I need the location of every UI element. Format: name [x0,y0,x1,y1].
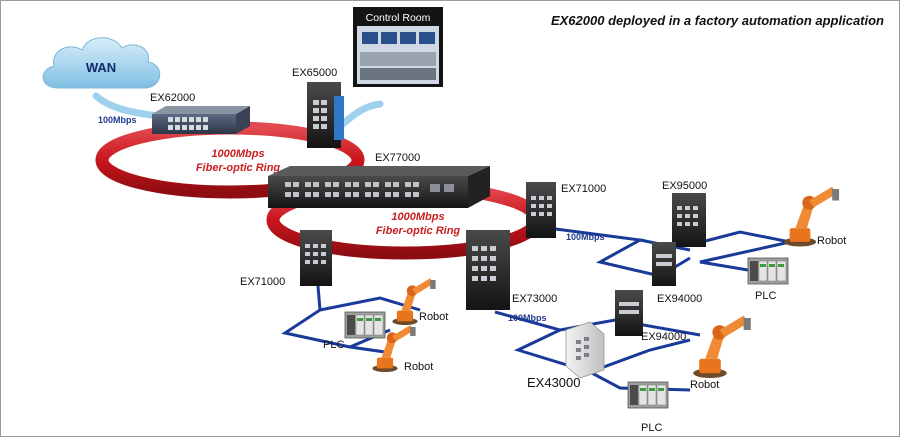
diagram-title: EX62000 deployed in a factory automation… [551,13,884,28]
ex71000-right-label: EX71000 [561,183,606,195]
lower-ring-speed: 1000Mbps [391,211,444,223]
ex65000-switch [307,82,344,148]
upper-ring-medium: Fiber-optic Ring [196,162,281,174]
wan-speed-label: 100Mbps [98,115,137,125]
upper-ring-speed: 1000Mbps [211,148,264,160]
ex94000-top-switch [652,242,676,286]
control-room-label: Control Room [366,12,431,24]
plc-right-label: PLC [755,290,776,302]
ex77000-label: EX77000 [375,152,420,164]
ex73000-label: EX73000 [512,293,557,305]
plc-bottom-icon [627,381,669,409]
plc-right-icon [747,257,789,285]
ex43000-label: EX43000 [527,375,581,390]
wan-link [92,92,162,120]
ex71000-left-switch [300,230,332,286]
plc-left-icon [344,311,386,339]
ex62000-switch [152,106,250,134]
ex77000-switch [268,166,490,208]
robot-bottom-icon [693,315,751,378]
ex94000-top-label: EX94000 [657,293,702,305]
ex65000-label: EX65000 [292,67,337,79]
ex71000-right-switch [526,182,556,238]
ex94000-bottom-switch [615,290,643,336]
lower-ring-medium: Fiber-optic Ring [376,225,461,237]
ex95000-label: EX95000 [662,180,707,192]
ex71000-left-label: EX71000 [240,276,285,288]
robot-right-label: Robot [817,235,846,247]
robot-bottom-label: Robot [690,379,719,391]
ex94000-bottom-label: EX94000 [641,331,686,343]
wan-cloud-icon: WAN [42,37,161,89]
ex71000-speed-label: 100Mbps [566,232,605,242]
ex73000-speed-label: 100Mbps [508,313,547,323]
robot-left-bottom-label: Robot [404,361,433,373]
robot-left-top-label: Robot [419,311,448,323]
ex73000-switch [466,230,510,310]
ex43000-switch [565,321,605,379]
ex95000-switch [672,193,706,247]
plc-left-label: PLC [323,339,344,351]
ex62000-label: EX62000 [150,92,195,104]
control-room-link [334,100,384,132]
plc-bottom-label: PLC [641,422,662,434]
control-room: Control Room [353,7,443,87]
wan-label: WAN [86,60,116,75]
